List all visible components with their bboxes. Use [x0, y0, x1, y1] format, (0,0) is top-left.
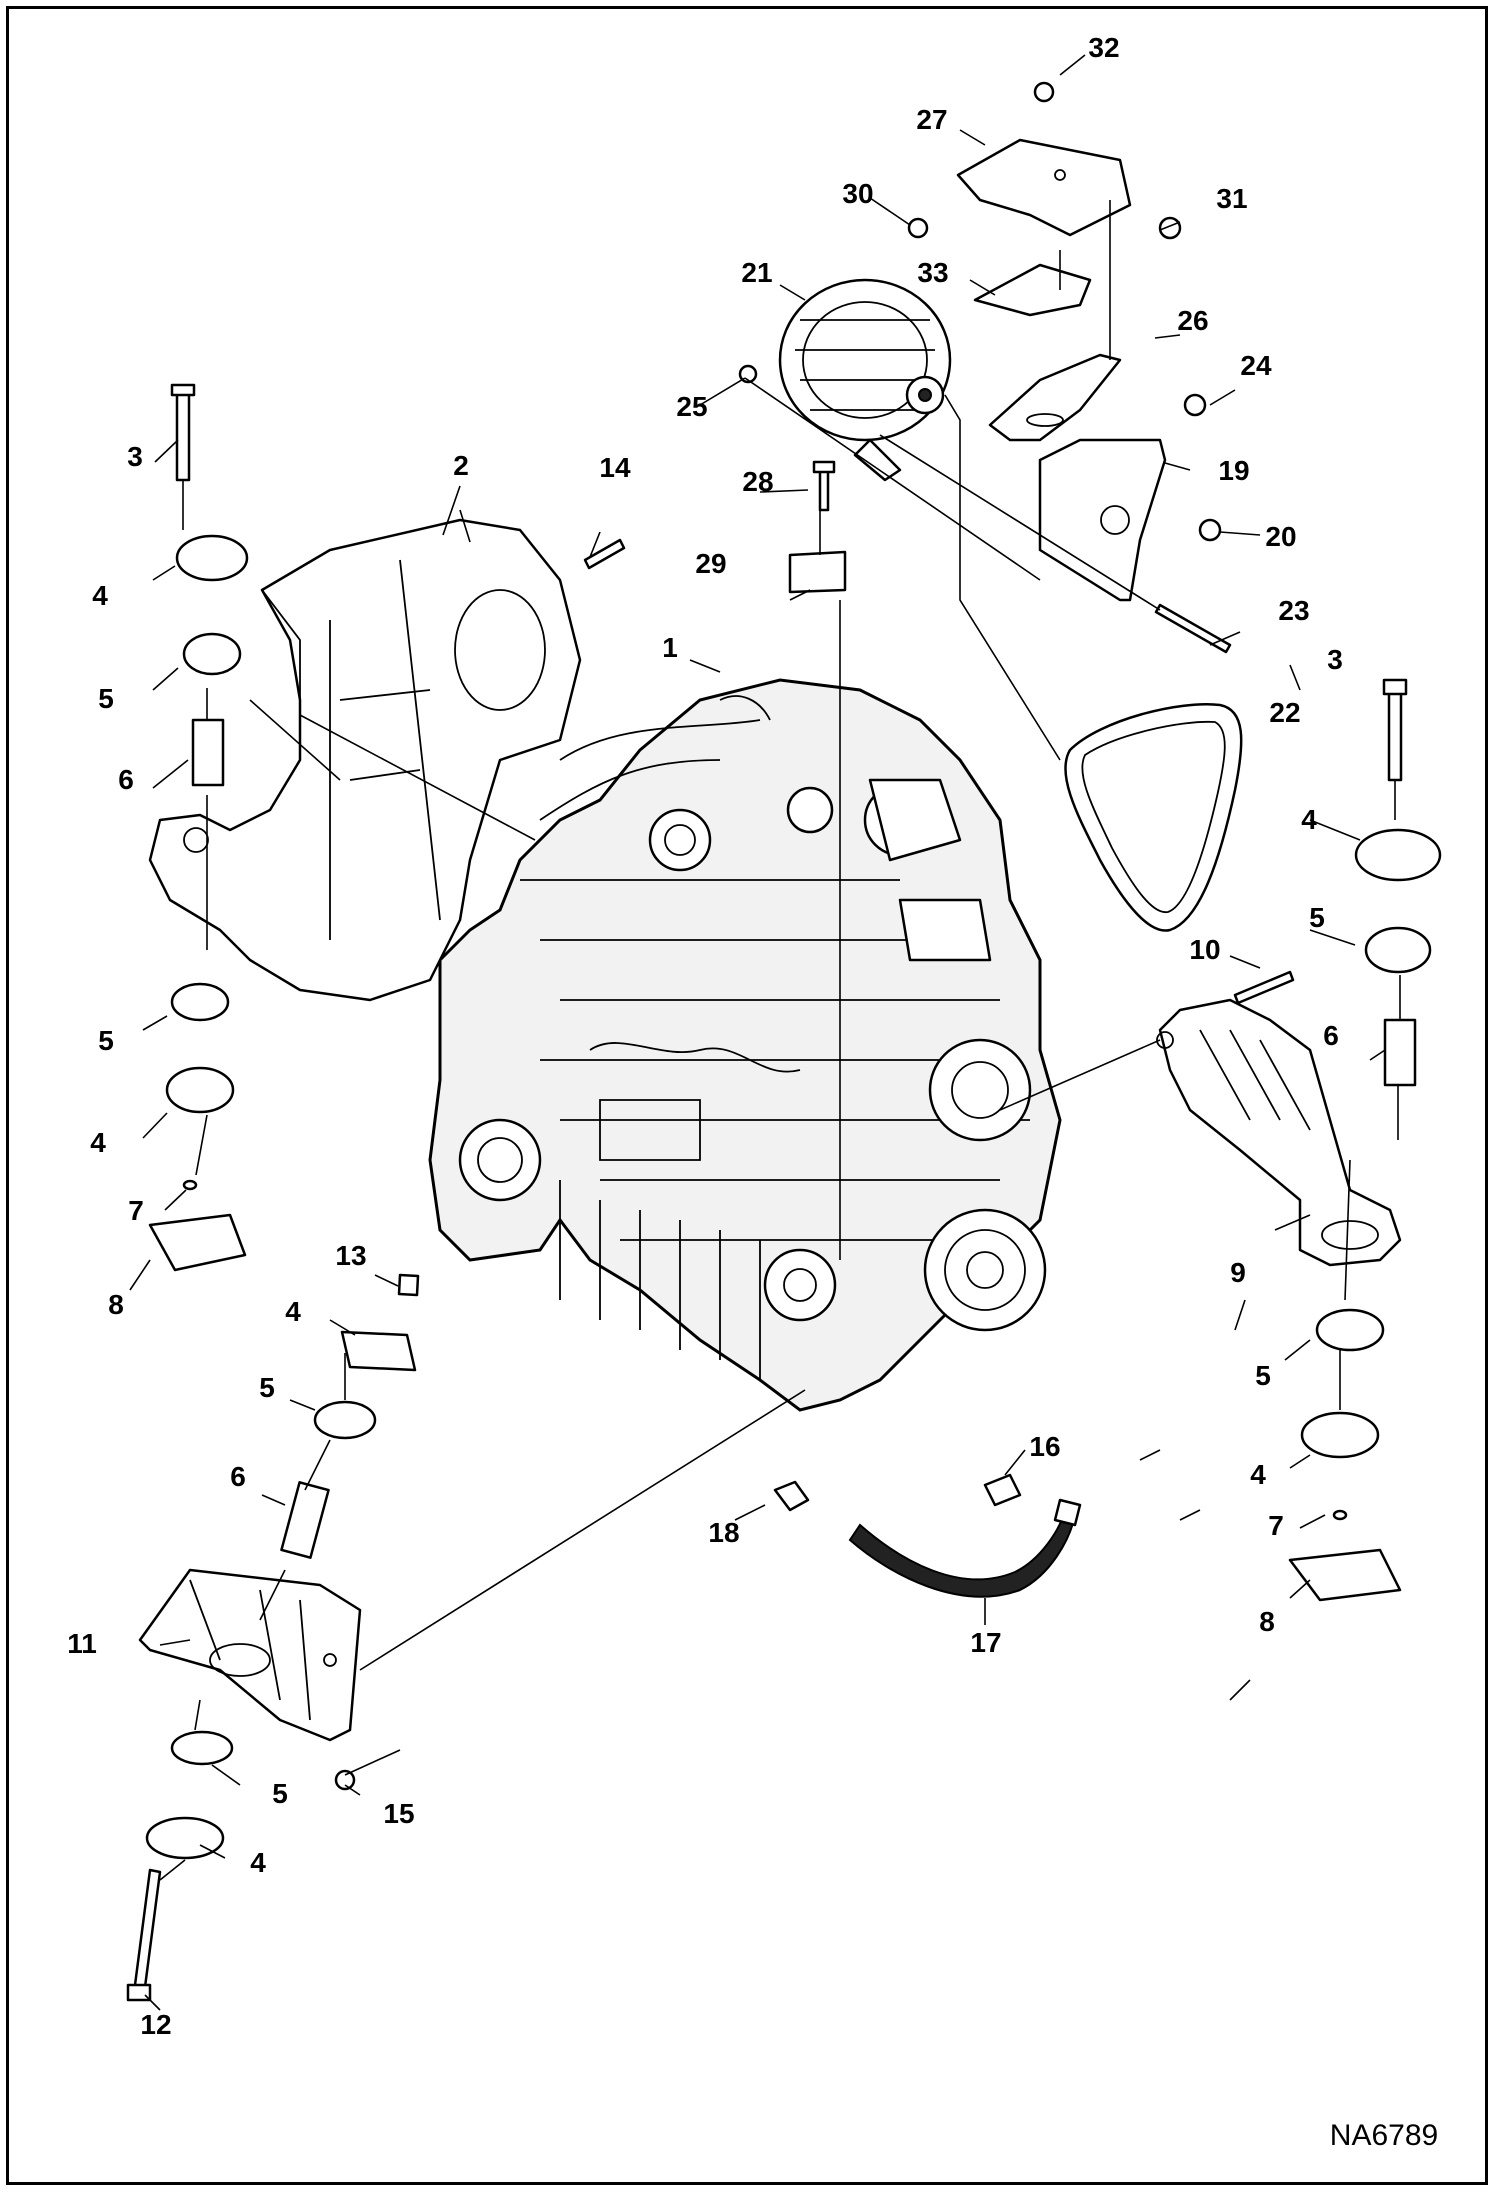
callout-11: 11	[67, 1628, 97, 1659]
callout-10: 10	[1189, 934, 1221, 965]
bracket-33	[973, 263, 1092, 317]
callout-5d: 5	[1255, 1360, 1271, 1391]
callout-6b: 6	[1323, 1020, 1339, 1051]
callout-22: 22	[1269, 697, 1301, 728]
callout-12: 12	[140, 2009, 172, 2040]
callout-17: 17	[970, 1627, 1002, 1658]
callout-4d: 4	[1250, 1459, 1266, 1490]
callout-33: 33	[917, 257, 949, 288]
small-hardware	[334, 81, 1222, 1791]
callout-5b: 5	[98, 1025, 114, 1056]
callout-8: 8	[108, 1289, 124, 1320]
callout-5f: 5	[272, 1778, 288, 1809]
shield-27	[956, 138, 1132, 237]
callout-18: 18	[708, 1517, 740, 1548]
callout-4: 4	[92, 580, 108, 611]
right-mount-bracket	[1156, 998, 1402, 1267]
callout-26: 26	[1177, 305, 1209, 336]
callout-14: 14	[599, 452, 631, 483]
callout-2: 2	[453, 450, 469, 481]
bottom-mount-bracket	[138, 1568, 362, 1742]
callout-6c: 6	[230, 1461, 246, 1492]
callout-5e: 5	[259, 1372, 275, 1403]
diagram-code: NA6789	[1329, 2119, 1439, 2152]
callout-24: 24	[1240, 350, 1272, 381]
callout-8b: 8	[1259, 1606, 1275, 1637]
adjusting-strap-26	[988, 353, 1122, 442]
bolt-28	[812, 460, 836, 512]
callout-4f: 4	[250, 1847, 266, 1878]
callout-27: 27	[916, 104, 948, 135]
callout-15: 15	[383, 1798, 415, 1829]
callout-4c: 4	[1301, 804, 1317, 835]
callout-25: 25	[676, 391, 708, 422]
callout-4e: 4	[285, 1296, 301, 1327]
bolt-10	[1233, 970, 1295, 1005]
block-29	[788, 550, 847, 594]
callout-4b: 4	[90, 1127, 106, 1158]
callout-23: 23	[1278, 595, 1310, 626]
bolt-3-left	[170, 383, 196, 482]
callout-5: 5	[98, 683, 114, 714]
left-mount-bracket	[148, 518, 582, 1002]
callout-3b: 3	[1327, 644, 1343, 675]
callout-7: 7	[128, 1195, 144, 1226]
callout-7b: 7	[1268, 1510, 1284, 1541]
bolt-23	[1154, 603, 1232, 654]
oil-drain-hose	[773, 1473, 1082, 1598]
bolt-14	[583, 538, 626, 570]
alternator-bracket-19	[1038, 438, 1167, 602]
callout-3: 3	[127, 441, 143, 472]
callout-6: 6	[118, 764, 134, 795]
callout-21: 21	[741, 257, 773, 288]
callout-31: 31	[1216, 183, 1248, 214]
engine-block	[428, 678, 1062, 1412]
alternator	[778, 278, 952, 482]
callout-1: 1	[662, 632, 678, 663]
callout-16: 16	[1029, 1431, 1061, 1462]
leader-lines	[129, 54, 1401, 2011]
callout-30: 30	[842, 178, 874, 209]
callout-19: 19	[1218, 455, 1250, 486]
mount-isolators	[145, 534, 1442, 1860]
callout-29: 29	[695, 548, 727, 579]
callout-20: 20	[1265, 521, 1297, 552]
callout-13: 13	[335, 1240, 367, 1271]
callout-5c: 5	[1309, 902, 1325, 933]
callout-32: 32	[1088, 32, 1120, 63]
callout-9: 9	[1230, 1257, 1246, 1288]
bolt-12	[126, 1868, 162, 2002]
bolt-3-right	[1382, 678, 1408, 782]
callout-28: 28	[742, 466, 774, 497]
drive-belt	[1064, 703, 1243, 932]
